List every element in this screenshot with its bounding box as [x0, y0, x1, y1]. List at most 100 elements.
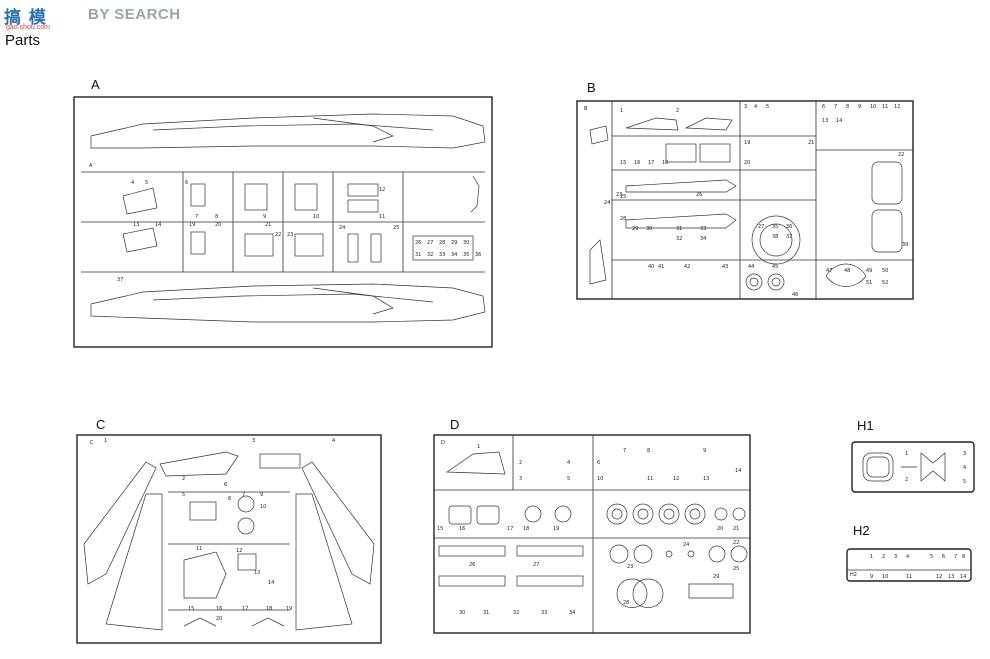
svg-text:8: 8: [846, 104, 849, 110]
svg-text:4: 4: [567, 460, 570, 466]
svg-text:1: 1: [104, 438, 107, 444]
svg-text:1: 1: [870, 554, 873, 560]
svg-text:6: 6: [597, 460, 600, 466]
sprue-label-d: D: [450, 417, 460, 432]
svg-text:26: 26: [696, 192, 702, 198]
svg-text:12: 12: [936, 574, 942, 580]
svg-text:28: 28: [620, 216, 626, 222]
svg-text:25: 25: [620, 194, 626, 200]
logo-url-text: gao.shou.com: [6, 24, 50, 31]
svg-text:39: 39: [902, 242, 908, 248]
svg-text:30: 30: [463, 240, 469, 246]
svg-text:13: 13: [133, 222, 139, 228]
svg-text:3: 3: [519, 476, 522, 482]
svg-text:8: 8: [962, 554, 965, 560]
svg-text:28: 28: [439, 240, 445, 246]
svg-text:47: 47: [826, 268, 832, 274]
svg-text:48: 48: [844, 268, 850, 274]
svg-text:14: 14: [735, 468, 741, 474]
svg-text:21: 21: [265, 222, 271, 228]
svg-text:43: 43: [722, 264, 728, 270]
svg-text:15: 15: [188, 606, 194, 612]
svg-text:20: 20: [215, 222, 221, 228]
svg-text:36: 36: [475, 252, 481, 258]
sprue-label-h2: H2: [853, 523, 870, 538]
svg-text:1: 1: [477, 444, 480, 450]
svg-text:26: 26: [415, 240, 421, 246]
svg-text:9: 9: [703, 448, 706, 454]
svg-text:5: 5: [930, 554, 933, 560]
logo-english-text: BY SEARCH: [88, 6, 181, 23]
svg-text:13: 13: [703, 476, 709, 482]
svg-text:4: 4: [754, 104, 757, 110]
svg-text:18: 18: [523, 526, 529, 532]
svg-text:7: 7: [195, 214, 198, 220]
svg-text:14: 14: [155, 222, 161, 228]
svg-text:4: 4: [131, 180, 134, 186]
svg-text:4: 4: [906, 554, 909, 560]
sprue-h1-part-numbers: 12 34 5: [905, 451, 966, 485]
sprue-h2-tag: H2: [850, 572, 857, 578]
svg-text:7: 7: [954, 554, 957, 560]
svg-text:8: 8: [228, 496, 231, 502]
svg-text:29: 29: [451, 240, 457, 246]
svg-text:19: 19: [553, 526, 559, 532]
svg-text:12: 12: [673, 476, 679, 482]
sprue-label-a: A: [91, 77, 100, 92]
svg-text:2: 2: [905, 477, 908, 483]
svg-text:2: 2: [519, 460, 522, 466]
svg-text:22: 22: [275, 232, 281, 238]
svg-text:19: 19: [189, 222, 195, 228]
svg-text:3: 3: [963, 451, 966, 457]
sprue-label-c: C: [96, 417, 106, 432]
svg-text:38: 38: [772, 234, 778, 240]
svg-text:3: 3: [744, 104, 747, 110]
svg-text:2: 2: [882, 554, 885, 560]
svg-text:5: 5: [567, 476, 570, 482]
svg-text:45: 45: [772, 264, 778, 270]
svg-text:29: 29: [632, 226, 638, 232]
svg-text:23: 23: [616, 192, 622, 198]
svg-text:33: 33: [439, 252, 445, 258]
svg-text:29: 29: [713, 574, 719, 580]
svg-text:9: 9: [260, 492, 263, 498]
svg-text:10: 10: [597, 476, 603, 482]
svg-text:13: 13: [822, 118, 828, 124]
svg-text:27: 27: [533, 562, 539, 568]
svg-text:24: 24: [683, 542, 689, 548]
svg-text:11: 11: [647, 476, 653, 482]
svg-text:20: 20: [717, 526, 723, 532]
svg-text:23: 23: [627, 564, 633, 570]
svg-text:6: 6: [224, 482, 227, 488]
svg-text:13: 13: [254, 570, 260, 576]
svg-text:44: 44: [748, 264, 754, 270]
svg-text:35: 35: [772, 224, 778, 230]
svg-text:27: 27: [427, 240, 433, 246]
svg-text:10: 10: [260, 504, 266, 510]
svg-text:8: 8: [215, 214, 218, 220]
svg-text:49: 49: [866, 268, 872, 274]
svg-text:12: 12: [894, 104, 900, 110]
svg-text:9: 9: [858, 104, 861, 110]
svg-text:50: 50: [882, 268, 888, 274]
sprue-b-tag: B: [584, 106, 588, 112]
svg-text:8: 8: [647, 448, 650, 454]
svg-text:16: 16: [634, 160, 640, 166]
svg-text:21: 21: [733, 526, 739, 532]
svg-text:3: 3: [894, 554, 897, 560]
svg-text:15: 15: [437, 526, 443, 532]
svg-text:19: 19: [286, 606, 292, 612]
svg-text:36: 36: [786, 224, 792, 230]
svg-text:22: 22: [733, 540, 739, 546]
svg-text:31: 31: [676, 226, 682, 232]
svg-text:16: 16: [216, 606, 222, 612]
svg-text:14: 14: [268, 580, 274, 586]
svg-text:40: 40: [648, 264, 654, 270]
svg-text:28: 28: [623, 600, 629, 606]
svg-text:3: 3: [252, 438, 255, 444]
